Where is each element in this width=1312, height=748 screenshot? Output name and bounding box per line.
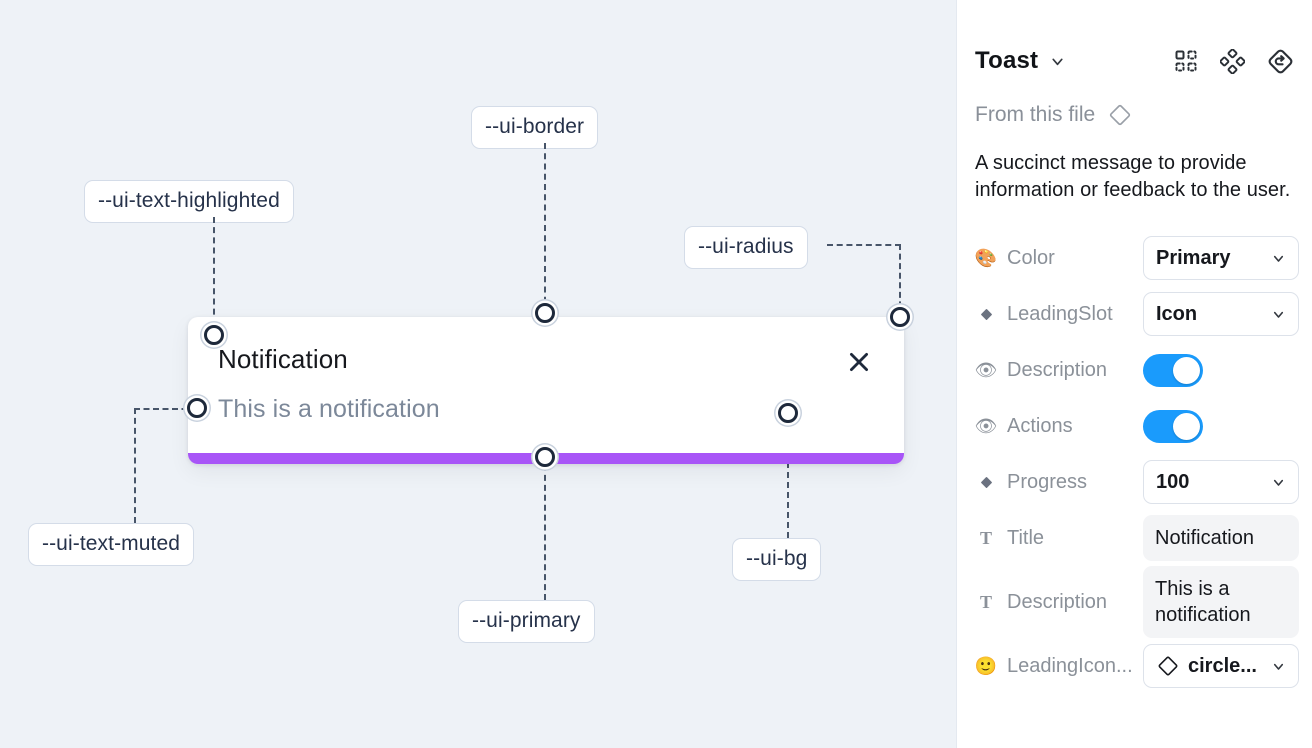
eye-icon: 👁 xyxy=(975,360,998,380)
property-row-title: T Title Notification xyxy=(975,510,1299,566)
description-toggle[interactable] xyxy=(1143,353,1203,387)
chevron-down-icon xyxy=(1271,307,1286,322)
chevron-down-icon[interactable] xyxy=(1049,53,1066,70)
leadingslot-select[interactable]: Icon xyxy=(1143,292,1299,336)
text-icon: T xyxy=(979,592,992,612)
diamond-icon xyxy=(1156,654,1180,678)
annotation-pill-ui-text-highlighted[interactable]: --ui-text-highlighted xyxy=(84,180,294,223)
palette-icon: 🎨 xyxy=(975,248,998,268)
toast-card[interactable]: Notification This is a notification xyxy=(188,317,904,464)
from-this-file-row: From this file xyxy=(975,100,1294,130)
property-row-leadingicon: 🙂 LeadingIcon... circle... xyxy=(975,638,1299,694)
annotation-pill-ui-bg[interactable]: --ui-bg xyxy=(732,538,822,581)
property-row-description-text: T Description This is a notification xyxy=(975,566,1299,638)
diamond-icon xyxy=(1107,102,1133,128)
description-input[interactable]: This is a notification xyxy=(1143,566,1299,638)
from-this-file-label: From this file xyxy=(975,103,1096,126)
toast-description: This is a notification xyxy=(218,395,440,423)
chevron-down-icon xyxy=(1271,251,1286,266)
component-description: A succinct message to provide informatio… xyxy=(975,152,1291,201)
property-label-description-text: T Description xyxy=(975,591,1143,614)
annotation-pill-ui-primary[interactable]: --ui-primary xyxy=(458,600,595,643)
connector-ui-bg xyxy=(787,422,789,538)
property-label-title: T Title xyxy=(975,527,1143,550)
text-icon: T xyxy=(979,528,992,548)
annotation-pill-ui-radius[interactable]: --ui-radius xyxy=(684,226,808,269)
toast-title: Notification xyxy=(218,344,348,374)
anchor-ui-text-muted[interactable] xyxy=(187,398,207,418)
property-label-color: 🎨 Color xyxy=(975,246,1055,269)
progress-select[interactable]: 100 xyxy=(1143,460,1299,504)
leadingicon-select[interactable]: circle... xyxy=(1143,644,1299,688)
property-row-color: 🎨 Color Primary xyxy=(975,230,1299,286)
property-label-leadingslot: LeadingSlot xyxy=(975,303,1143,326)
anchor-ui-primary[interactable] xyxy=(535,447,555,467)
property-label-leadingicon: 🙂 LeadingIcon... xyxy=(975,654,1133,677)
diamond-icon xyxy=(975,475,997,490)
panel-header-icons xyxy=(1174,48,1294,75)
panel-title: Toast xyxy=(975,47,1039,74)
property-row-progress: Progress 100 xyxy=(975,454,1299,510)
connector-ui-primary xyxy=(544,465,546,600)
anchor-ui-text-highlighted[interactable] xyxy=(204,325,224,345)
property-row-leadingslot: LeadingSlot Icon xyxy=(975,286,1299,342)
connector-ui-text-muted-horizontal xyxy=(134,408,197,410)
chevron-down-icon xyxy=(1271,475,1286,490)
property-label-actions: 👁 Actions xyxy=(975,414,1073,437)
toggle-knob xyxy=(1173,356,1200,384)
design-canvas[interactable]: --ui-text-highlighted --ui-border --ui-r… xyxy=(0,0,956,748)
property-label-progress: Progress xyxy=(975,471,1143,494)
annotation-pill-ui-border[interactable]: --ui-border xyxy=(471,106,599,149)
variants-icon[interactable] xyxy=(1220,48,1245,74)
emoji-icon: 🙂 xyxy=(975,656,998,676)
anchor-ui-bg[interactable] xyxy=(778,403,798,423)
title-input[interactable]: Notification xyxy=(1143,515,1299,561)
properties-panel: Toast xyxy=(956,0,1312,748)
property-list: 🎨 Color Primary xyxy=(975,230,1299,694)
connector-ui-text-muted-vertical xyxy=(134,408,136,523)
property-row-actions-toggle: 👁 Actions xyxy=(975,398,1294,454)
anchor-ui-border[interactable] xyxy=(535,303,555,323)
connector-ui-text-highlighted xyxy=(213,217,215,335)
component-icon[interactable] xyxy=(1174,49,1198,73)
panel-header: Toast xyxy=(975,30,1294,92)
diamond-icon xyxy=(975,307,997,322)
reset-instance-icon[interactable] xyxy=(1267,48,1294,75)
eye-icon: 👁 xyxy=(975,416,998,436)
connector-ui-border xyxy=(544,143,546,313)
toggle-knob xyxy=(1173,412,1200,440)
property-label-description: 👁 Description xyxy=(975,358,1108,381)
anchor-ui-radius[interactable] xyxy=(890,307,910,327)
actions-toggle[interactable] xyxy=(1143,409,1203,443)
close-icon[interactable] xyxy=(844,347,874,377)
color-select[interactable]: Primary xyxy=(1143,236,1299,280)
connector-ui-radius-vertical xyxy=(899,244,901,317)
annotation-pill-ui-text-muted[interactable]: --ui-text-muted xyxy=(28,523,195,566)
connector-ui-radius-horizontal xyxy=(827,244,901,246)
chevron-down-icon xyxy=(1271,659,1286,674)
property-row-description-toggle: 👁 Description xyxy=(975,342,1294,398)
